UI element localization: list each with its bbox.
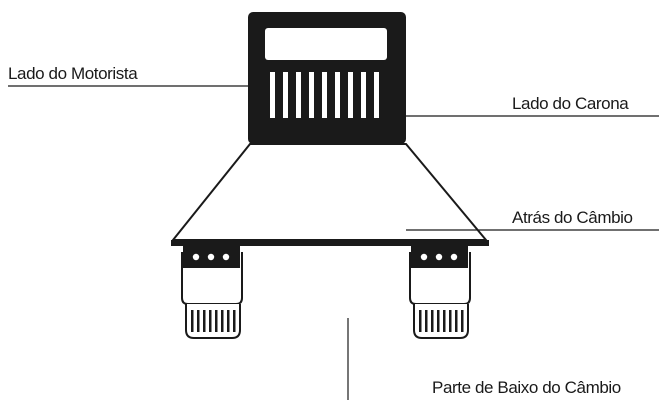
- top-unit: [248, 12, 406, 144]
- driver-side-label: Lado do Motorista: [8, 64, 138, 83]
- behind-gearshift-label: Atrás do Câmbio: [512, 208, 633, 227]
- left-mount: [181, 246, 243, 339]
- below-gearshift-label: Parte de Baixo do Câmbio: [432, 378, 621, 397]
- console-base: [170, 143, 489, 246]
- right-mount: [409, 246, 471, 339]
- passenger-side-label: Lado do Carona: [512, 94, 629, 113]
- top-unit-vent-slots: [270, 72, 379, 118]
